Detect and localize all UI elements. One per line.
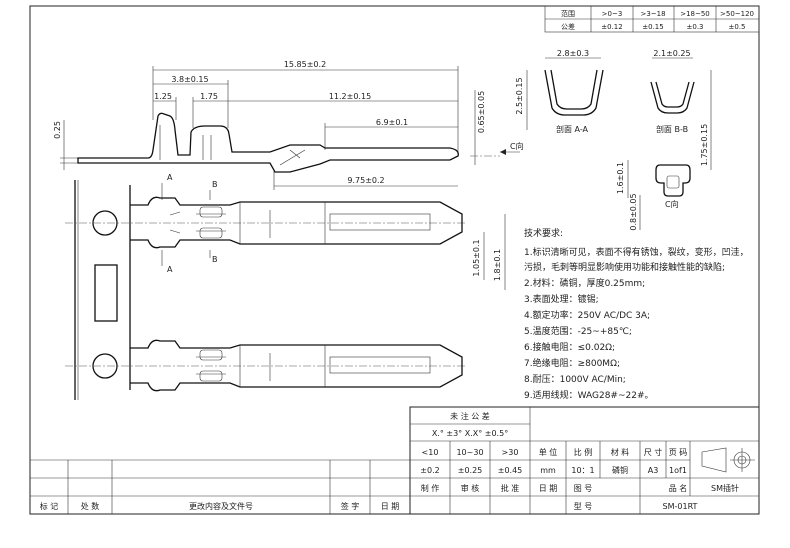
note-3: 3.表面处理：镀锡;: [524, 293, 599, 305]
side-view: 15.85±0.2 3.8±0.15 1.25 1.75 11.2±0.15 6…: [53, 60, 524, 190]
tb-page-label: 页 码: [669, 448, 688, 457]
tol-row-3: ±0.3: [687, 23, 704, 31]
tb-untol: 未 注 公 差: [450, 411, 490, 421]
tol-row-2: ±0.15: [642, 23, 663, 31]
tol-header-3: >18~50: [680, 10, 710, 18]
note-5: 5.温度范围：-25~+85℃;: [524, 325, 632, 337]
projection-cone-icon: [701, 447, 727, 473]
dim-0-65: 0.65±0.05: [477, 91, 486, 133]
note-2: 2.材料：磷铜，厚度0.25mm;: [524, 277, 645, 289]
marker-b-bottom: B: [212, 255, 218, 264]
tol-header-2: >3~18: [640, 10, 665, 18]
marker-a-bottom: A: [167, 265, 173, 274]
note-1b: 污损，毛刺等明显影响使用功能和接触性能的缺陷;: [524, 261, 725, 273]
dim-1-75: 1.75: [200, 92, 218, 101]
dim-0-25: 0.25: [53, 121, 62, 139]
dim-c-h: 1.6±0.1: [616, 162, 625, 194]
dim-bb-w: 2.1±0.25: [653, 49, 690, 58]
label-c-dir-2: C向: [665, 199, 679, 209]
tb-unit: mm: [540, 466, 556, 475]
tb-range-0: <10: [422, 448, 439, 457]
tb-product: SM插针: [711, 483, 739, 493]
tb-approve: 批 准: [501, 483, 520, 493]
dim-11-2: 11.2±0.15: [329, 92, 371, 101]
dim-3-8: 3.8±0.15: [171, 75, 208, 84]
tol-row-1: ±0.12: [601, 23, 622, 31]
drawing-frame: [29, 5, 760, 515]
tb-size-label: 尺 寸: [644, 447, 663, 457]
revision-block: 标 记 处 数 更改内容及文件号 签 字 日 期: [30, 459, 410, 514]
tb-material: 磷铜: [612, 465, 628, 475]
tol-row-0: 公差: [561, 22, 575, 31]
dim-aa-w: 2.8±0.3: [557, 49, 589, 58]
tb-model: SM-01RT: [663, 502, 698, 511]
dim-9-75: 9.75±0.2: [347, 176, 384, 185]
tb-range-tol-0: ±0.2: [420, 466, 439, 475]
tb-range-tol-1: ±0.25: [458, 466, 483, 475]
c-view: 1.6±0.1 0.8±0.05 C向: [616, 160, 691, 231]
tolerance-table: 范围 >0~3 >3~18 >18~50 >50~120 公差 ±0.12 ±0…: [544, 5, 760, 33]
tb-check: 审 核: [461, 483, 480, 493]
notes-title: 技术要求:: [524, 227, 563, 239]
dim-6-9: 6.9±0.1: [376, 118, 408, 127]
tb-range-2: >30: [502, 448, 519, 457]
technical-notes: 技术要求: 1.标识清晰可见，表面不得有锈蚀，裂纹，变形，凹洼， 污损，毛刺等明…: [524, 227, 749, 401]
dim-aa-h: 2.5±0.15: [515, 77, 524, 114]
tb-page: 1of1: [669, 466, 687, 475]
note-1a: 1.标识清晰可见，表面不得有锈蚀，裂纹，变形，凹洼，: [524, 246, 749, 258]
tol-header-0: 范围: [561, 9, 575, 18]
dim-overall: 15.85±0.2: [284, 60, 326, 69]
title-block: 未 注 公 差 X.° ±3° X.X° ±0.5° <10 10~30 >30…: [409, 406, 760, 515]
tb-scale-label: 比 例: [574, 447, 593, 457]
rev-count: 处 数: [81, 501, 100, 511]
rev-date: 日 期: [381, 502, 400, 511]
tb-unit-label: 单 位: [539, 447, 558, 457]
tb-make: 制 作: [421, 483, 440, 493]
tb-drawing-no: 图 号: [574, 484, 593, 493]
tol-row-4: ±0.5: [729, 23, 746, 31]
tb-product-label: 品 名: [669, 483, 688, 493]
rev-content: 更改内容及文件号: [189, 501, 253, 511]
section-a-a: 2.8±0.3 2.5±0.15 剖面 A-A: [515, 49, 604, 134]
note-9: 9.适用线规：WAG28#~22#。: [524, 389, 654, 401]
tol-header-4: >50~120: [720, 10, 754, 18]
dim-1-8: 1.8±0.1: [493, 249, 502, 281]
dim-1-05: 1.05±0.1: [472, 239, 481, 276]
dim-1-25: 1.25: [154, 92, 172, 101]
tol-header-1: >0~3: [602, 10, 623, 18]
tb-model-label: 型 号: [574, 502, 593, 511]
tb-material-label: 材 料: [611, 447, 630, 457]
label-section-aa: 剖面 A-A: [556, 124, 589, 134]
rev-mark: 标 记: [40, 501, 59, 511]
label-c-dir: C向: [510, 141, 524, 151]
dim-bb-h: 1.75±0.15: [700, 124, 709, 166]
section-b-b: 2.1±0.25 1.75±0.15 剖面 B-B: [650, 49, 712, 170]
tb-date: 日 期: [539, 484, 558, 493]
dim-c-w: 0.8±0.05: [629, 193, 638, 230]
tb-angle: X.° ±3° X.X° ±0.5°: [432, 429, 508, 438]
note-8: 8.耐压：1000V AC/Min;: [524, 373, 626, 385]
marker-b-top: B: [212, 180, 218, 189]
note-6: 6.接触电阻：≤0.02Ω;: [524, 341, 615, 353]
label-section-bb: 剖面 B-B: [656, 124, 688, 134]
carrier-window: [94, 264, 118, 322]
tb-range-1: 10~30: [456, 448, 483, 457]
note-7: 7.绝缘电阻：≥800MΩ;: [524, 357, 620, 369]
tb-scale: 10：1: [571, 466, 594, 475]
tb-range-tol-2: ±0.45: [498, 466, 523, 475]
tb-size: A3: [648, 466, 659, 475]
marker-a-top: A: [167, 173, 173, 182]
carrier-strip-view: A A B B 1.05±0.1 1.8±0.1: [65, 173, 506, 400]
rev-sign: 签 字: [341, 501, 360, 511]
note-4: 4.额定功率：250V AC/DC 3A;: [524, 309, 650, 321]
